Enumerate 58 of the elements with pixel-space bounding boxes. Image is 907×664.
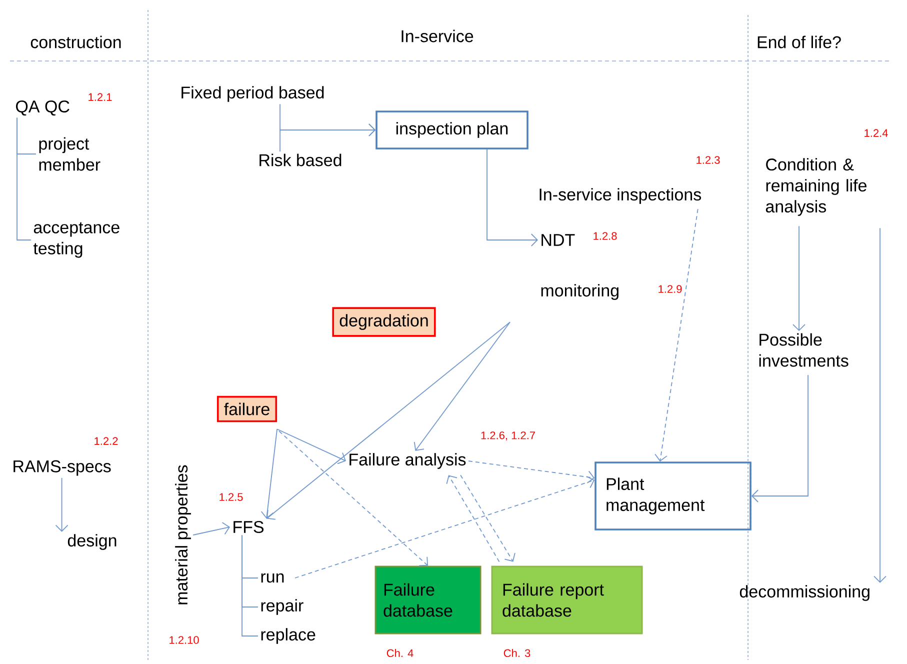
- arrow: [654, 208, 698, 462]
- arrow: [460, 474, 516, 562]
- node-text: monitoring: [541, 284, 618, 300]
- arrow: [278, 430, 428, 566]
- chapter-reference: Ch. 3: [504, 648, 530, 658]
- column-heading: In-service: [402, 30, 474, 42]
- highlight-box: failure: [216, 396, 278, 422]
- reference-number: 1.2.5: [220, 493, 243, 501]
- arrow: [751, 374, 808, 502]
- node-text: Fixed period based: [182, 86, 324, 102]
- node-text: FFS: [234, 520, 264, 534]
- node-text: NDT: [542, 234, 575, 246]
- column-heading: construction: [30, 36, 121, 48]
- highlight-box: degradation: [332, 307, 436, 337]
- bracket-line: [16, 117, 32, 240]
- arrow: [276, 428, 346, 464]
- node-text: Failure analysis: [350, 453, 466, 469]
- arrow: [792, 226, 806, 332]
- node-text: Possible investments: [759, 333, 848, 367]
- reference-number: 1.2.2: [94, 437, 118, 445]
- column-heading: End of life?: [758, 36, 841, 48]
- node-text: In-service inspections: [540, 188, 702, 204]
- node-text: run: [261, 573, 284, 583]
- arrow: [55, 477, 68, 532]
- database-box: Failure report database: [491, 566, 643, 634]
- chapter-reference: Ch. 4: [386, 648, 414, 658]
- node-text: acceptance testing: [33, 222, 120, 258]
- reference-number: 1.2.6, 1.2.7: [481, 431, 535, 441]
- reference-number: 1.2.9: [658, 285, 682, 293]
- arrow: [294, 476, 595, 578]
- arrow: [486, 148, 538, 246]
- node-text: decommissioning: [740, 585, 870, 601]
- arrow: [446, 475, 500, 562]
- arrow: [414, 322, 510, 451]
- database-box: Failure database: [374, 566, 482, 634]
- reference-number: 1.2.10: [170, 636, 199, 644]
- node-text: QA QC: [16, 100, 70, 116]
- arrow: [192, 522, 230, 536]
- vertical-text: material properties: [175, 465, 191, 604]
- node-text: RAMS-specs: [14, 460, 111, 476]
- reference-number: 1.2.3: [696, 156, 720, 164]
- node-text: project member: [39, 137, 100, 171]
- bracket-line: [242, 534, 258, 636]
- process-box: Plant management: [594, 462, 752, 530]
- arrow: [266, 322, 510, 520]
- arrow: [280, 124, 376, 152]
- node-text: Risk based: [260, 154, 342, 166]
- process-box: inspection plan: [376, 110, 528, 150]
- reference-number: 1.2.1: [88, 93, 112, 101]
- node-text: Condition & remaining life analysis: [766, 158, 866, 216]
- node-text: repair: [261, 599, 304, 615]
- arrow: [874, 228, 886, 583]
- node-text: design: [68, 534, 116, 550]
- arrow: [468, 460, 595, 484]
- reference-number: 1.2.8: [594, 232, 617, 240]
- reference-number: 1.2.4: [864, 129, 888, 137]
- node-text: replace: [261, 628, 316, 644]
- arrow: [260, 428, 278, 519]
